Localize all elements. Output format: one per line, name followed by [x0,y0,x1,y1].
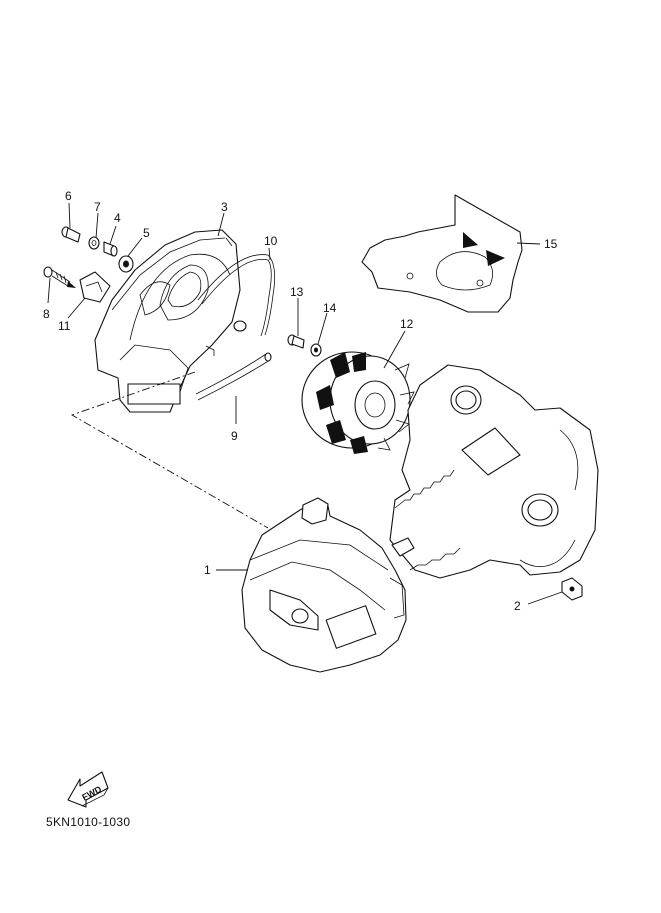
part-13-bolt [287,334,305,349]
callout-13: 13 [290,285,304,299]
callout-12: 12 [400,317,414,331]
callout-labels: 6 7 4 5 3 10 15 8 11 13 14 12 9 1 2 [43,189,558,613]
callout-10: 10 [264,234,278,248]
part-2-nut [561,577,583,601]
callout-4: 4 [114,211,121,225]
callout-2: 2 [514,599,521,613]
part-11-clip [79,271,111,303]
part-6-bolt [61,226,81,243]
callout-9: 9 [231,429,238,443]
part-10-hose [197,254,276,337]
callout-7: 7 [94,200,101,214]
part-14-washer [310,343,322,357]
engine-crankcase [389,364,599,579]
part-9-hose [195,352,272,401]
diagram-code: 5KN1010-1030 [46,815,131,829]
part-4-collar [103,241,118,257]
callout-11: 11 [58,319,71,333]
part-15-shroud-plate [361,194,523,313]
part-12-fan [301,351,415,454]
callout-8: 8 [43,307,50,321]
callout-6: 6 [65,189,72,203]
part-8-screw [43,266,76,288]
part-5-grommet [118,255,134,273]
part-1-lower-cover [241,497,407,673]
part-7-washer [88,236,100,250]
callout-1: 1 [204,563,211,577]
callout-5: 5 [143,226,150,240]
callout-3: 3 [221,200,228,214]
fwd-arrow-icon: FWD [67,771,109,808]
callout-14: 14 [323,301,337,315]
leader-lines [47,202,563,605]
part-3-air-shroud [94,229,247,413]
callout-15: 15 [544,237,558,251]
